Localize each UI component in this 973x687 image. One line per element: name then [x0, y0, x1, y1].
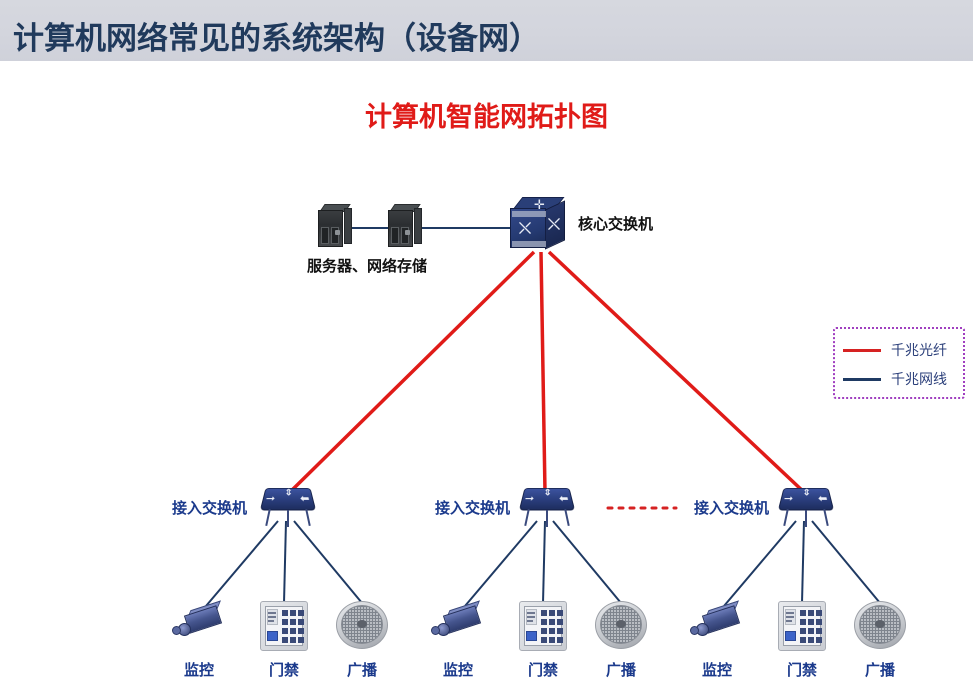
server-rack-icon: [318, 204, 352, 248]
link-access1-speaker: [293, 520, 363, 604]
keypad-icon: [778, 601, 826, 651]
core-switch-label: 核心交换机: [578, 215, 654, 233]
link-access1-camera: [205, 520, 279, 607]
speaker-label-3: 广播: [864, 661, 895, 679]
camera-icon: [431, 600, 483, 646]
link-core-access2: [539, 251, 547, 493]
speaker-icon: [336, 601, 388, 649]
header-bar: 计算机网络常见的系统架构（设备网）: [0, 0, 973, 62]
legend-swatch-cable: [843, 377, 881, 381]
keypad-label-2: 门禁: [527, 661, 558, 679]
camera-icon: [172, 600, 224, 646]
keypad-icon: [519, 601, 567, 651]
core-switch-icon: ⤬ ✛ ⤬: [510, 197, 566, 253]
link-access1-keypad: [283, 520, 287, 604]
link-access2-camera: [464, 520, 538, 607]
link-access3-camera: [723, 520, 797, 607]
keypad-label-3: 门禁: [786, 661, 817, 679]
servers-label: 服务器、网络存储: [307, 257, 428, 275]
link-core-access3: [547, 250, 808, 496]
camera-label-3: 监控: [701, 661, 732, 679]
link-access2-keypad: [542, 520, 546, 604]
access-switch-label-3: 接入交换机: [694, 499, 770, 517]
keypad-icon: [260, 601, 308, 651]
access-switch-icon: ➞ ⇕ ⬅: [518, 484, 576, 528]
diagram-title: 计算机智能网拓扑图: [365, 102, 608, 133]
link-access3-keypad: [801, 520, 805, 604]
access-switch-label-2: 接入交换机: [435, 499, 511, 517]
access-switch-icon: ➞ ⇕ ⬅: [259, 484, 317, 528]
speaker-label-2: 广播: [605, 661, 636, 679]
legend-label-fiber: 千兆光纤: [891, 343, 947, 359]
access-switch-icon: ➞ ⇕ ⬅: [777, 484, 835, 528]
link-access2-speaker: [552, 520, 622, 604]
server-rack-icon: [388, 204, 422, 248]
keypad-label-1: 门禁: [268, 661, 299, 679]
speaker-icon: [854, 601, 906, 649]
camera-label-2: 监控: [442, 661, 473, 679]
speaker-icon: [595, 601, 647, 649]
legend-label-cable: 千兆网线: [891, 372, 947, 388]
link-core-access1: [286, 250, 536, 496]
legend: 千兆光纤 千兆网线: [833, 327, 965, 399]
legend-item-fiber: 千兆光纤: [843, 339, 947, 361]
legend-swatch-fiber: [843, 348, 881, 352]
access-switch-label-1: 接入交换机: [172, 499, 248, 517]
speaker-label-1: 广播: [346, 661, 377, 679]
camera-label-1: 监控: [183, 661, 214, 679]
link-access3-speaker: [811, 520, 881, 604]
camera-icon: [690, 600, 742, 646]
legend-item-cable: 千兆网线: [843, 368, 947, 390]
page-title: 计算机网络常见的系统架构（设备网）: [13, 21, 540, 56]
